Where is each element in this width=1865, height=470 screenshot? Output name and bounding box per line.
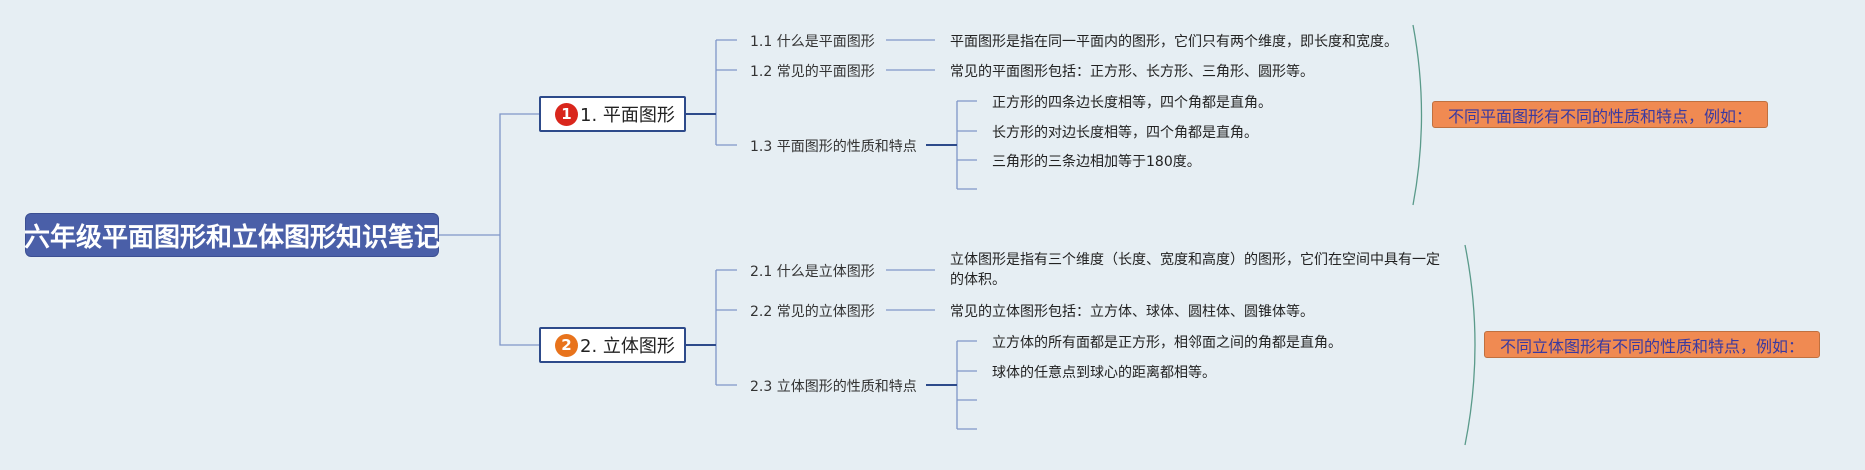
branch-label-1: 1. 平面图形 [580, 105, 675, 126]
leaf-2-1-1[interactable]: 立体图形是指有三个维度（长度、宽度和高度）的图形，它们在空间中具有一定的体积。 [950, 252, 1440, 288]
number-badge-1: 1 [555, 102, 578, 126]
connector-branch-1 [686, 39, 737, 146]
leaf-1-1-1[interactable]: 平面图形是指在同一平面内的图形，它们只有两个维度，即长度和宽度。 [950, 34, 1398, 50]
branch-node-2[interactable]: 2 2. 立体图形 [539, 327, 686, 363]
subtopic-1-1[interactable]: 1.1 什么是平面图形 [750, 34, 875, 50]
leaf-1-3-3[interactable]: 三角形的三条边相加等于180度。 [992, 154, 1201, 170]
leaf-2-2-1[interactable]: 常见的立体图形包括：立方体、球体、圆柱体、圆锥体等。 [950, 304, 1314, 320]
subtopic-1-3[interactable]: 1.3 平面图形的性质和特点 [750, 139, 917, 155]
connector-root [439, 113, 539, 346]
branch-node-1[interactable]: 1 1. 平面图形 [539, 96, 686, 132]
leaf-2-3-2[interactable]: 球体的任意点到球心的距离都相等。 [992, 365, 1216, 381]
root-node[interactable]: 六年级平面图形和立体图形知识笔记 [24, 213, 441, 257]
leaf-2-3-1[interactable]: 立方体的所有面都是正方形，相邻面之间的角都是直角。 [992, 335, 1342, 351]
root-title: 六年级平面图形和立体图形知识笔记 [24, 222, 441, 253]
connector-branch-2 [686, 269, 737, 386]
summary-1[interactable]: 不同平面图形有不同的性质和特点，例如： [1432, 101, 1768, 128]
leaf-1-3-1[interactable]: 正方形的四条边长度相等，四个角都是直角。 [992, 95, 1272, 111]
subtopic-2-2[interactable]: 2.2 常见的立体图形 [750, 304, 875, 320]
branch-label-2: 2. 立体图形 [580, 336, 675, 357]
subtopic-1-2[interactable]: 1.2 常见的平面图形 [750, 64, 875, 80]
summary-bracket-2 [1464, 244, 1476, 446]
leaf-1-3-2[interactable]: 长方形的对边长度相等，四个角都是直角。 [992, 125, 1258, 141]
leaf-1-2-1[interactable]: 常见的平面图形包括：正方形、长方形、三角形、圆形等。 [950, 64, 1314, 80]
subtopic-2-1[interactable]: 2.1 什么是立体图形 [750, 264, 875, 280]
subtopic-2-3[interactable]: 2.3 立体图形的性质和特点 [750, 379, 917, 395]
summary-2[interactable]: 不同立体图形有不同的性质和特点，例如： [1484, 331, 1820, 358]
number-badge-2: 2 [555, 333, 578, 357]
summary-bracket-1 [1412, 24, 1423, 206]
